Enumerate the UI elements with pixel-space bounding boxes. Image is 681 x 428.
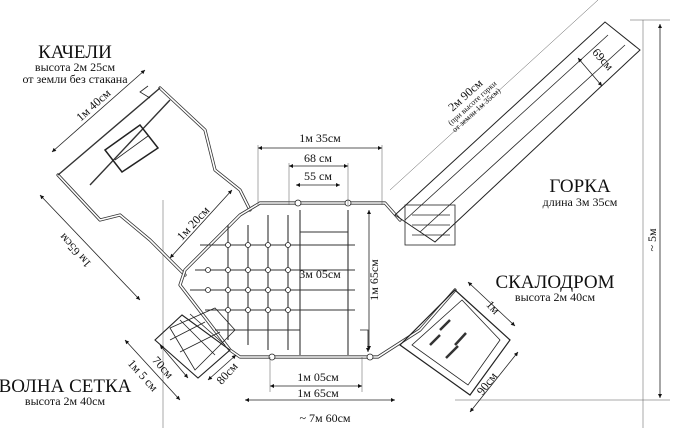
ladder-inner-dimension: 55 см — [296, 169, 340, 187]
slide-length-dimension: 2м 90см (при высоте горки от земли 1м 35… — [445, 76, 502, 134]
net-width-dimension: 80см — [207, 354, 241, 387]
net-width-label: 80см — [213, 359, 240, 387]
swing-depth-label: 1м 65см — [56, 230, 94, 271]
swing-height: высота 2м 25см — [35, 60, 116, 74]
wave-net-height: высота 2м 40см — [25, 394, 106, 408]
swing-offset-label: 1м 20см — [174, 203, 213, 243]
slide-title: ГОРКА — [549, 176, 610, 197]
wall-width-label: 1м — [483, 298, 503, 318]
bottom-inner-dimension: 1м 05см — [269, 357, 363, 392]
total-height-label: ~ 5м — [645, 228, 659, 251]
slide-length: длина 3м 35см — [543, 195, 618, 209]
ladder-inner-label: 55 см — [304, 169, 332, 183]
top-width-label: 1м 35см — [299, 131, 341, 145]
total-width-dimension: ~ 7м 60см — [245, 398, 395, 425]
wall-depth-label: 90см — [474, 369, 501, 398]
climbing-wall-title: СКАЛОДРОМ — [495, 272, 614, 293]
bottom-inner-label: 1м 05см — [297, 370, 339, 384]
ladder-outer-label: 68 см — [304, 151, 332, 165]
swing-note: от земли без стакана — [22, 72, 128, 86]
platform-depth-dimension: 1м 65см — [367, 210, 381, 350]
swing-offset-dimension: 1м 20см — [169, 189, 233, 259]
top-width-dimension: 1м 35см — [257, 131, 383, 205]
bottom-outer-label: 1м 65см — [297, 386, 339, 400]
total-height-dimension: ~ 5м — [645, 24, 662, 398]
slide-width-dimension: 69см — [577, 45, 617, 87]
wave-net-title: ВОЛНА СЕТКА — [0, 376, 132, 397]
total-width-label: ~ 7м 60см — [299, 411, 350, 425]
slide-width-label: 69см — [589, 45, 616, 73]
slide-structure — [389, 0, 641, 246]
platform-depth-label: 1м 65см — [367, 259, 381, 301]
platform-width-label: 3м 05см — [299, 267, 341, 281]
swing-width-label: 1м 40см — [73, 86, 114, 124]
swing-title: КАЧЕЛИ — [38, 42, 112, 63]
climbing-wall-height: высота 2м 40см — [515, 290, 596, 304]
ladder-outer-dimension: 68 см — [288, 151, 349, 205]
